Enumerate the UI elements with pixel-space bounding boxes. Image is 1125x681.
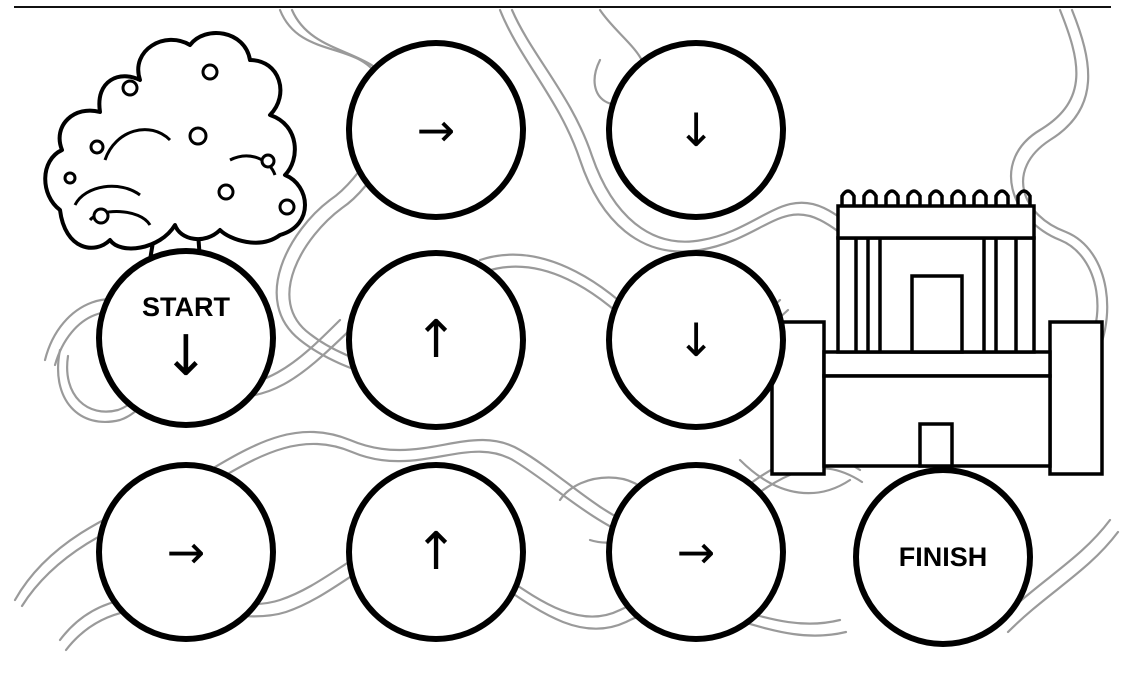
finish-label: FINISH <box>898 541 988 572</box>
start-label: START <box>142 291 230 322</box>
top-rule <box>0 0 1125 8</box>
cell-up-bottom[interactable]: ↑ <box>346 462 526 642</box>
cell-right-bottom-left[interactable]: → <box>96 462 276 642</box>
arrow-right-icon: → <box>416 103 456 157</box>
start-cell[interactable]: START ↓ <box>96 248 276 428</box>
apple-tree-icon <box>43 31 307 262</box>
cell-down-middle[interactable]: ↓ <box>606 250 786 430</box>
temple-icon <box>770 189 1104 476</box>
arrow-up-icon: ↑ <box>414 310 458 370</box>
cell-right-top[interactable]: → <box>346 40 526 220</box>
arrow-right-icon: → <box>166 525 206 579</box>
arrow-right-icon: → <box>676 525 716 579</box>
cell-right-bottom[interactable]: → <box>606 462 786 642</box>
arrow-down-icon: ↓ <box>676 103 716 157</box>
finish-cell[interactable]: FINISH <box>853 467 1033 647</box>
cell-down-top[interactable]: ↓ <box>606 40 786 220</box>
arrow-down-icon: ↓ <box>676 313 716 367</box>
cell-up-middle[interactable]: ↑ <box>346 250 526 430</box>
arrow-down-icon: ↓ <box>162 323 210 389</box>
arrow-up-icon: ↑ <box>414 522 458 582</box>
